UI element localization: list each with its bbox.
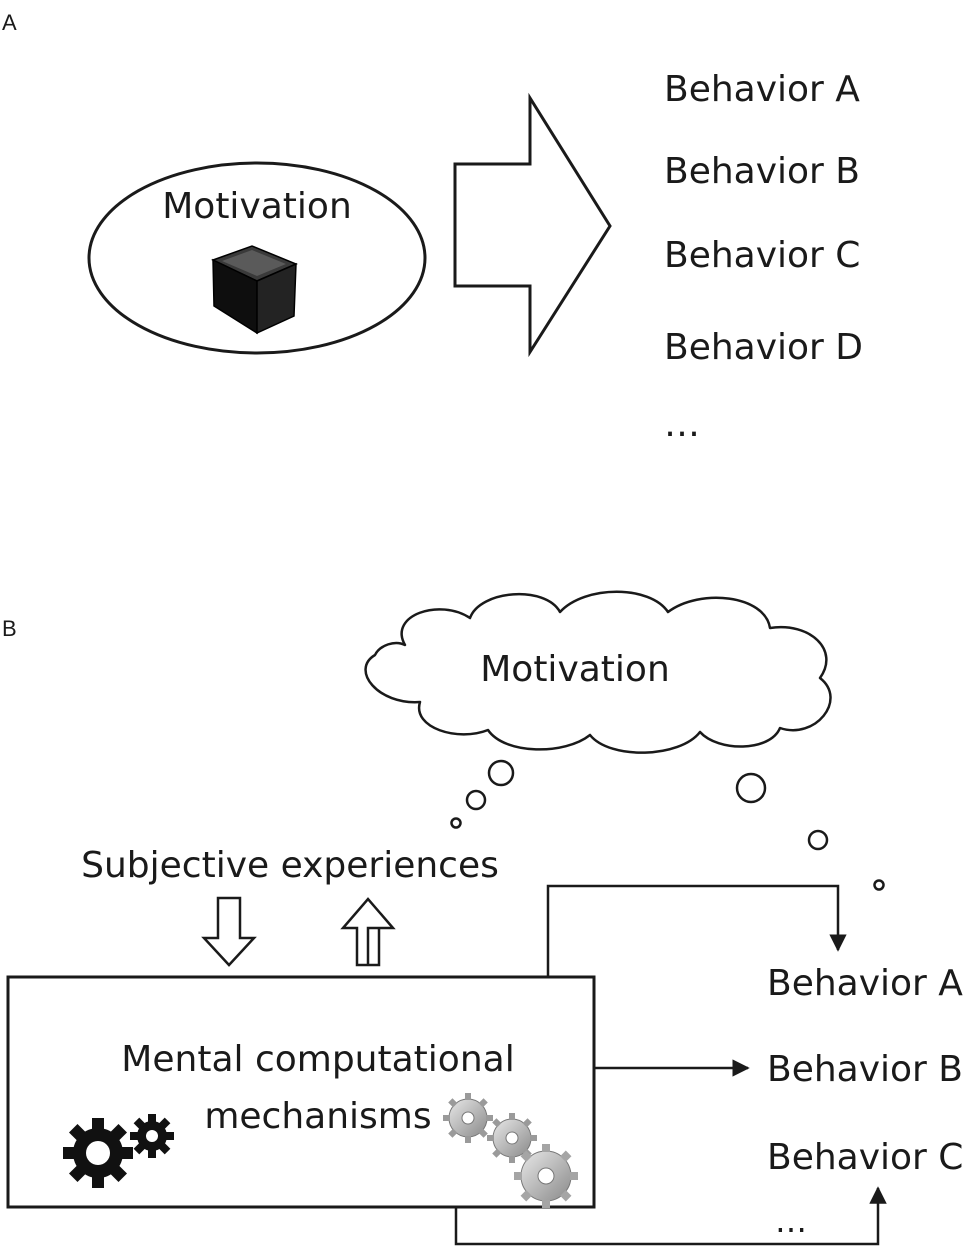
subjective-experiences-label: Subjective experiences xyxy=(81,845,499,886)
cloud-motivation-label: Motivation xyxy=(480,649,670,690)
panel-a-behavior-a: Behavior A xyxy=(664,69,860,110)
thought-bubbles-right xyxy=(735,772,885,891)
hollow-up-arrow xyxy=(340,897,396,967)
black-gears-icon xyxy=(63,1114,174,1188)
mechanisms-label-line2: mechanisms xyxy=(204,1096,431,1137)
panel-b-behavior-c: Behavior C xyxy=(767,1137,963,1178)
panel-a-behavior-b: Behavior B xyxy=(664,151,860,192)
panel-b-behavior-a: Behavior A xyxy=(767,963,963,1004)
thought-bubbles-left xyxy=(450,759,515,829)
panel-b-behavior-b: Behavior B xyxy=(767,1049,963,1090)
connector-to-behavior-c xyxy=(454,1186,887,1246)
large-right-arrow xyxy=(453,92,612,358)
thought-cloud xyxy=(364,590,832,754)
panel-b: B Motivation Subjective experiences Ment… xyxy=(2,590,963,1246)
panel-a-letter: A xyxy=(2,10,17,35)
panel-a-ellipsis: … xyxy=(664,404,700,445)
mechanisms-label-line1: Mental computational xyxy=(121,1039,514,1080)
panel-a-behavior-c: Behavior C xyxy=(664,235,860,276)
panel-b-ellipsis: … xyxy=(775,1202,807,1240)
black-box-cube-icon xyxy=(211,245,298,335)
hollow-down-arrow xyxy=(201,896,257,967)
connector-to-behavior-a xyxy=(546,884,847,977)
panel-b-letter: B xyxy=(2,616,17,641)
panel-a: A Motivation Behavior A Behavior B Behav… xyxy=(2,10,863,445)
panel-a-behavior-d: Behavior D xyxy=(664,327,863,368)
motivation-label: Motivation xyxy=(162,186,352,227)
grey-gears-icon xyxy=(443,1093,578,1208)
